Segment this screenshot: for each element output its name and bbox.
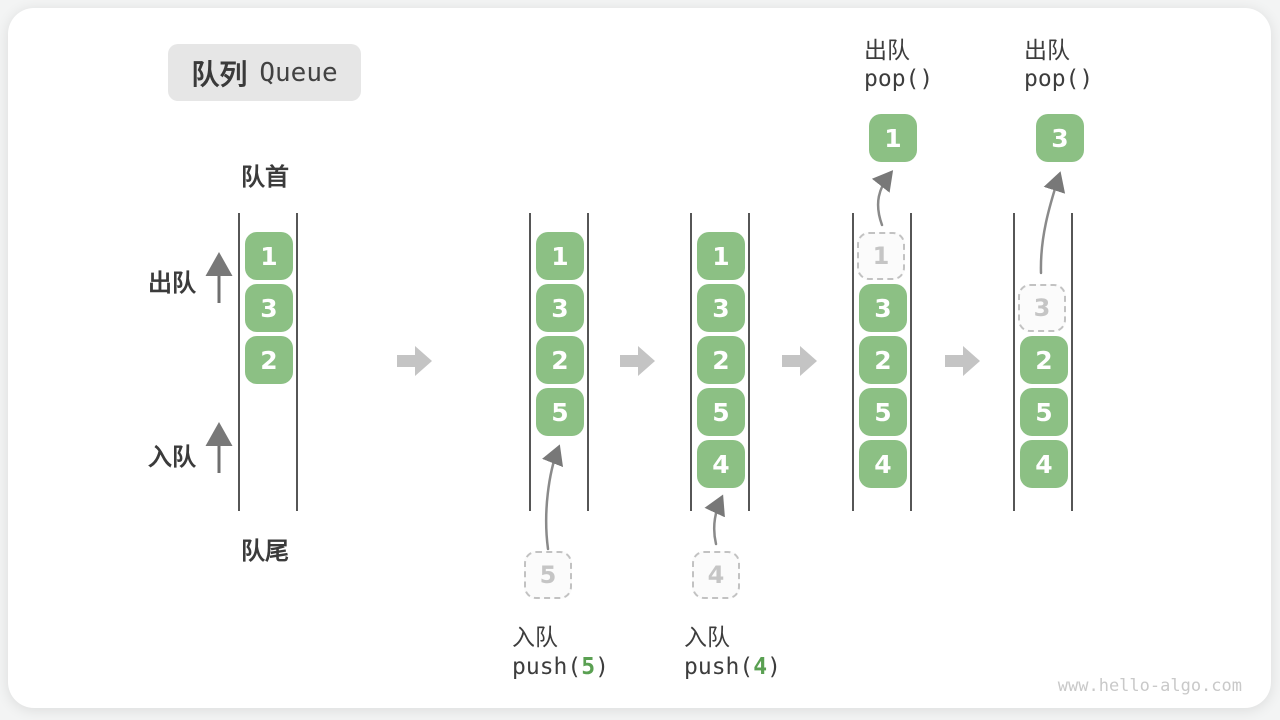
title-box: 队列 Queue — [168, 44, 361, 101]
queue-block: 5 — [536, 388, 584, 436]
dequeue-op-code: pop() — [1024, 66, 1094, 92]
queue-channel-4 — [852, 213, 912, 511]
dequeued-ghost-slot: 1 — [857, 232, 905, 280]
queue-block: 3 — [697, 284, 745, 332]
queue-block: 5 — [859, 388, 907, 436]
queue-block: 5 — [697, 388, 745, 436]
transition-arrow-icon — [397, 346, 432, 376]
label-queue-front: 队首 — [241, 163, 289, 191]
enqueue-op-label: 入队 — [512, 625, 558, 651]
transition-arrow-icon — [620, 346, 655, 376]
queue-block: 4 — [859, 440, 907, 488]
dequeue-op-label: 出队 — [1024, 38, 1070, 64]
label-dequeue-side: 出队 — [148, 269, 196, 297]
label-enqueue-side: 入队 — [148, 443, 196, 471]
popped-block: 1 — [869, 114, 917, 162]
queue-block: 1 — [245, 232, 293, 280]
queue-block: 2 — [536, 336, 584, 384]
transition-arrow-icon — [945, 346, 980, 376]
queue-channel-2 — [529, 213, 589, 511]
queue-block: 2 — [245, 336, 293, 384]
queue-channel-5 — [1013, 213, 1073, 511]
enqueue-input-box: 4 — [692, 551, 740, 599]
queue-channel-3 — [690, 213, 750, 511]
watermark: www.hello-algo.com — [1057, 676, 1242, 696]
enqueue-op-label: 入队 — [684, 625, 730, 651]
queue-block: 2 — [1020, 336, 1068, 384]
dequeued-ghost-slot: 3 — [1018, 284, 1066, 332]
push-arg: 4 — [753, 654, 768, 680]
dequeue-op-label: 出队 — [864, 38, 910, 64]
queue-block: 4 — [697, 440, 745, 488]
queue-block: 1 — [697, 232, 745, 280]
queue-block: 4 — [1020, 440, 1068, 488]
queue-block: 5 — [1020, 388, 1068, 436]
queue-block: 3 — [245, 284, 293, 332]
enqueue-op-code: push(5) — [512, 654, 609, 680]
label-queue-rear: 队尾 — [241, 537, 289, 565]
dequeue-op-code: pop() — [864, 66, 934, 92]
enqueue-input-box: 5 — [524, 551, 572, 599]
transition-arrow-icon — [782, 346, 817, 376]
queue-block: 3 — [536, 284, 584, 332]
title-zh: 队列 — [191, 57, 248, 91]
queue-block: 2 — [859, 336, 907, 384]
queue-block: 1 — [536, 232, 584, 280]
enqueue-op-code: push(4) — [684, 654, 781, 680]
title-en: Queue — [259, 57, 338, 88]
popped-block: 3 — [1036, 114, 1084, 162]
queue-block: 2 — [697, 336, 745, 384]
push-arg: 5 — [581, 654, 596, 680]
queue-block: 3 — [859, 284, 907, 332]
queue-channel-1 — [238, 213, 298, 511]
